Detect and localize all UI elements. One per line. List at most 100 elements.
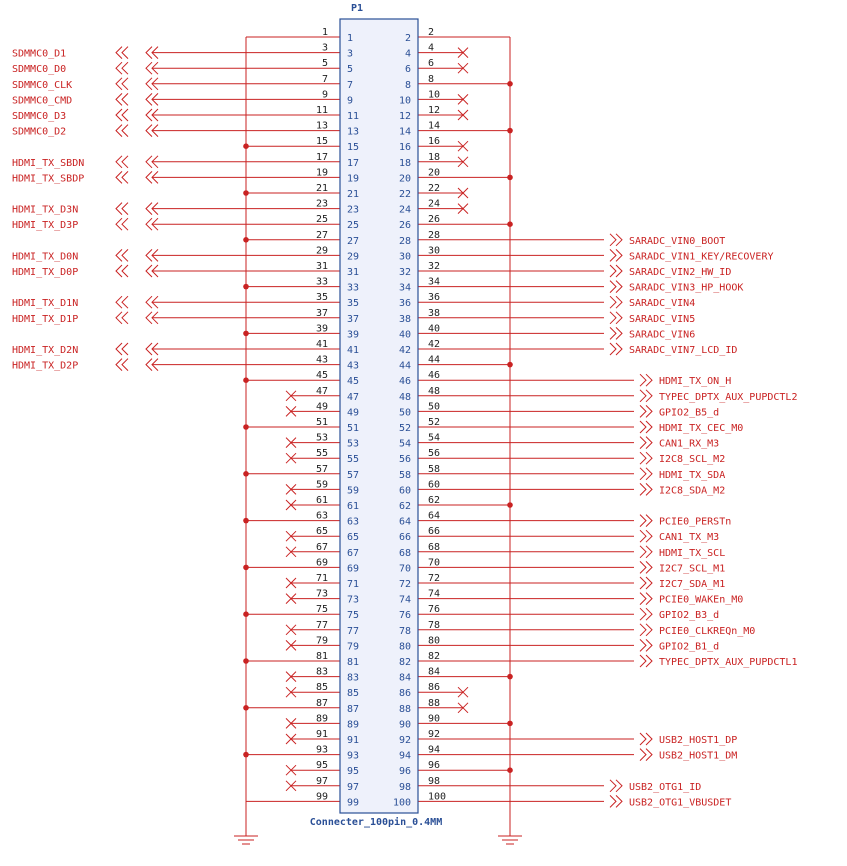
no-connect-x-icon — [285, 530, 297, 542]
net-port-icon — [145, 217, 153, 231]
net-port-icon — [121, 249, 129, 262]
pin-number-inner: 22 — [399, 189, 411, 200]
no-connect-x-icon — [457, 62, 469, 74]
pin-number-outer: 39 — [316, 323, 328, 334]
net-port-icon — [121, 155, 129, 169]
junction-dot — [243, 237, 249, 243]
pin-number-inner: 11 — [347, 111, 359, 122]
net-label: HDMI_TX_D3N — [12, 205, 78, 216]
net-label: I2C7_SCL_M1 — [659, 563, 725, 574]
net-port-icon — [115, 77, 123, 91]
net-port-icon — [645, 389, 653, 403]
net-port-icon — [115, 311, 123, 325]
net-port-icon — [145, 249, 153, 262]
pin-number-inner: 31 — [347, 267, 359, 278]
net-port-icon — [121, 295, 129, 309]
net-port-icon — [645, 514, 653, 527]
pin-number-outer: 25 — [316, 214, 328, 225]
pin-number-inner: 12 — [399, 111, 411, 122]
pin-number-outer: 87 — [316, 698, 328, 709]
net-port-icon — [121, 342, 129, 356]
net-port-icon — [151, 155, 159, 169]
junction-dot — [507, 361, 513, 368]
pin-number-outer: 81 — [316, 651, 328, 662]
pin-number-inner: 28 — [399, 236, 411, 247]
net-port-icon — [115, 93, 123, 106]
pin-number-inner: 61 — [347, 501, 359, 512]
net-port-icon — [151, 108, 159, 122]
junction-dot — [243, 517, 249, 524]
pin-number-outer: 49 — [316, 401, 328, 412]
pin-number-outer: 93 — [316, 745, 328, 756]
pin-number-inner: 53 — [347, 439, 359, 450]
pin-number-inner: 1 — [347, 33, 353, 44]
junction-dot — [243, 471, 249, 477]
pin-number-inner: 99 — [347, 797, 359, 808]
net-port-icon — [121, 358, 129, 371]
net-label: HDMI_TX_D2N — [12, 345, 78, 356]
pin-number-inner: 100 — [393, 797, 411, 808]
pin-number-inner: 16 — [399, 142, 411, 153]
pin-number-inner: 70 — [399, 563, 411, 574]
net-port-icon — [121, 202, 129, 215]
junction-dot — [243, 751, 249, 758]
net-port-icon — [151, 358, 159, 371]
pin-number-inner: 63 — [347, 517, 359, 528]
net-port-icon — [639, 748, 647, 761]
no-connect-x-icon — [285, 640, 297, 651]
pin-number-outer: 29 — [316, 245, 328, 256]
net-label: SARADC_VIN2_HW_ID — [629, 267, 731, 278]
net-port-icon — [151, 249, 159, 262]
junction-dot — [507, 502, 513, 508]
net-port-icon — [645, 405, 653, 418]
net-port-icon — [151, 264, 159, 278]
no-connect-x-icon — [285, 593, 297, 604]
net-port-icon — [615, 295, 623, 309]
net-port-icon — [609, 264, 617, 278]
pin-number-outer: 52 — [428, 417, 440, 428]
net-port-icon — [609, 779, 617, 793]
net-port-icon — [121, 124, 129, 137]
net-label: GPIO2_B3_d — [659, 610, 719, 621]
pin-number-outer: 26 — [428, 214, 440, 225]
net-port-icon — [145, 61, 153, 75]
pin-number-outer: 53 — [316, 433, 328, 444]
net-port-icon — [121, 171, 129, 184]
pin-number-outer: 76 — [428, 604, 440, 615]
pin-number-outer: 21 — [316, 183, 328, 194]
net-port-icon — [645, 607, 653, 621]
net-port-icon — [639, 514, 647, 527]
junction-dot — [243, 658, 249, 664]
net-port-icon — [639, 451, 647, 465]
pin-number-inner: 18 — [399, 158, 411, 169]
net-port-icon — [609, 295, 617, 309]
wire-layer — [115, 36, 653, 845]
net-port-icon — [145, 124, 153, 137]
net-port-icon — [645, 483, 653, 496]
net-port-icon — [615, 795, 623, 808]
pin-number-outer: 97 — [316, 776, 328, 787]
pin-number-inner: 36 — [399, 298, 411, 309]
net-port-icon — [615, 280, 623, 293]
pin-number-outer: 24 — [428, 199, 440, 210]
pin-number-outer: 89 — [316, 713, 328, 724]
net-label: SDMMC0_CLK — [12, 80, 72, 91]
pin-number-outer: 56 — [428, 448, 440, 459]
pin-number-inner: 27 — [347, 236, 359, 247]
net-label: HDMI_TX_ON_H — [659, 376, 731, 387]
net-port-icon — [151, 61, 159, 75]
pin-number-outer: 61 — [316, 495, 328, 506]
pin-number-inner: 13 — [347, 127, 359, 138]
no-connect-x-icon — [457, 94, 469, 105]
pin-number-inner: 7 — [347, 80, 353, 91]
net-port-icon — [615, 264, 623, 278]
pin-number-outer: 82 — [428, 651, 440, 662]
pin-number-outer: 90 — [428, 713, 440, 724]
net-port-icon — [145, 155, 153, 169]
pin-number-inner: 93 — [347, 751, 359, 762]
net-port-icon — [639, 623, 647, 637]
pin-number-outer: 16 — [428, 136, 440, 147]
pin-number-outer: 43 — [316, 355, 328, 366]
pin-number-inner: 81 — [347, 657, 359, 668]
pin-number-inner: 30 — [399, 251, 411, 262]
